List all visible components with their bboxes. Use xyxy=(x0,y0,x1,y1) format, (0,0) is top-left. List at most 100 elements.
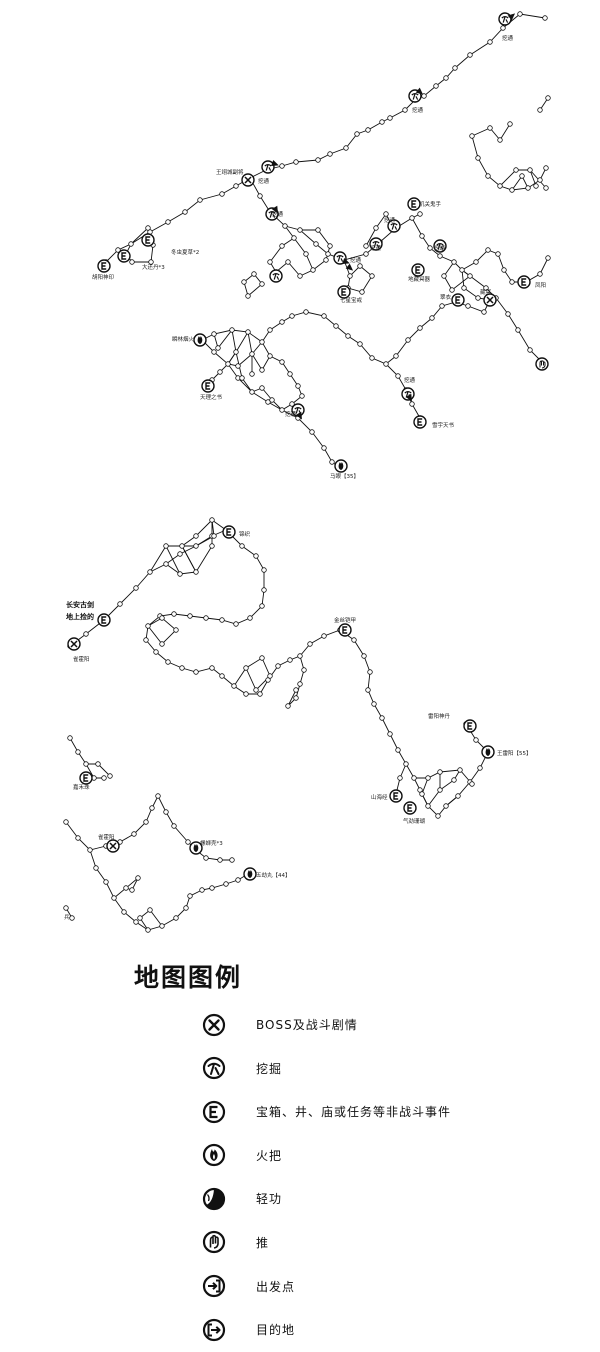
path-node xyxy=(485,247,491,253)
path-node xyxy=(435,813,441,819)
path-node xyxy=(507,121,513,127)
path-node xyxy=(187,613,193,619)
path-node xyxy=(145,623,151,629)
path-node xyxy=(179,665,185,671)
path-node xyxy=(537,107,543,113)
path-node xyxy=(303,309,309,315)
path-node xyxy=(245,293,251,299)
path-node xyxy=(363,251,369,257)
path-node xyxy=(149,805,155,811)
path-node xyxy=(293,159,299,165)
label-edge-bottom: 兵 xyxy=(64,913,70,921)
direction-arrow xyxy=(295,411,302,420)
event-marker xyxy=(451,293,465,307)
path-node xyxy=(487,125,493,131)
label-wang-bandit: 王翊城副将 xyxy=(216,168,244,176)
path-node xyxy=(325,251,331,257)
path-node xyxy=(133,585,139,591)
path-node xyxy=(239,543,245,549)
path-node xyxy=(315,227,321,233)
path-segment xyxy=(65,794,232,861)
path-segment xyxy=(300,229,331,271)
path-node xyxy=(419,233,425,239)
path-node xyxy=(209,885,215,891)
path-node xyxy=(279,163,285,169)
dungeon-map: 挖通 挖通 挖通 挖通 挖通 挖通 挖通 挖通 挖通 挖通 王翊城副将 胡阳神印… xyxy=(63,11,551,933)
path-node xyxy=(517,11,523,17)
path-node xyxy=(457,767,463,773)
path-node xyxy=(179,543,185,549)
path-node xyxy=(75,749,81,755)
path-node xyxy=(289,401,295,407)
path-segment xyxy=(461,249,549,283)
path-node xyxy=(285,703,291,709)
path-node xyxy=(409,215,415,221)
lightness-skill-icon xyxy=(202,1187,226,1210)
label-cuiyi: 翠衣 xyxy=(440,293,452,301)
path-node xyxy=(203,615,209,621)
path-nodes xyxy=(63,11,551,933)
path-node xyxy=(182,209,188,215)
path-node xyxy=(417,211,423,217)
path-node xyxy=(69,915,75,921)
path-node xyxy=(219,673,225,679)
path-node xyxy=(519,173,525,179)
path-node xyxy=(165,659,171,665)
path-node xyxy=(193,543,199,549)
path-node xyxy=(155,793,161,799)
label-tianzhong: 冬虫夏草*2 xyxy=(171,248,199,256)
path-node xyxy=(469,781,475,787)
path-node xyxy=(123,885,129,891)
path-node xyxy=(543,165,549,171)
path-node xyxy=(397,775,403,781)
path-node xyxy=(427,245,433,251)
path-segment xyxy=(269,299,491,365)
path-segment xyxy=(209,328,303,411)
path-node xyxy=(143,637,149,643)
path-node xyxy=(159,923,165,929)
label-dig-1: 挖通 xyxy=(502,34,514,42)
path-node xyxy=(101,775,107,781)
legend-label-lightness: 轻功 xyxy=(256,1192,283,1207)
path-node xyxy=(229,857,235,863)
path-node xyxy=(403,761,409,767)
path-node xyxy=(103,879,109,885)
path-node xyxy=(233,349,239,355)
event-marker xyxy=(338,623,352,637)
path-node xyxy=(267,327,273,333)
path-node xyxy=(395,747,401,753)
path-node xyxy=(533,183,539,189)
event-marker xyxy=(201,379,215,393)
path-node xyxy=(217,857,223,863)
path-node xyxy=(354,131,360,137)
path-node xyxy=(437,787,443,793)
path-node xyxy=(193,669,199,675)
path-node xyxy=(275,663,281,669)
path-node xyxy=(183,905,189,911)
label-fengyang: 凤阳 xyxy=(535,281,546,289)
path-node xyxy=(87,847,93,853)
path-node xyxy=(145,927,151,933)
path-node xyxy=(393,353,399,359)
label-dig-7: 挖通 xyxy=(350,256,362,264)
legend-item-push: 推 xyxy=(200,1221,560,1264)
path-node xyxy=(279,243,285,249)
label-dig-8: 挖通 xyxy=(434,244,446,252)
path-node xyxy=(299,393,305,399)
path-node xyxy=(165,219,171,225)
path-node xyxy=(379,715,385,721)
event-marker xyxy=(517,275,531,289)
path-node xyxy=(171,611,177,617)
label-dig-2: 挖通 xyxy=(412,106,424,114)
path-node xyxy=(297,653,303,659)
path-node xyxy=(225,361,231,367)
path-segment xyxy=(243,273,263,297)
path-node xyxy=(365,127,371,133)
legend-label-push: 推 xyxy=(256,1235,270,1250)
path-node xyxy=(245,329,251,335)
path-node xyxy=(249,389,255,395)
label-dig-3: 挖通 xyxy=(258,177,270,185)
path-node xyxy=(211,331,217,337)
label-tianqi: 天理之书 xyxy=(200,393,223,401)
path-node xyxy=(217,369,223,375)
